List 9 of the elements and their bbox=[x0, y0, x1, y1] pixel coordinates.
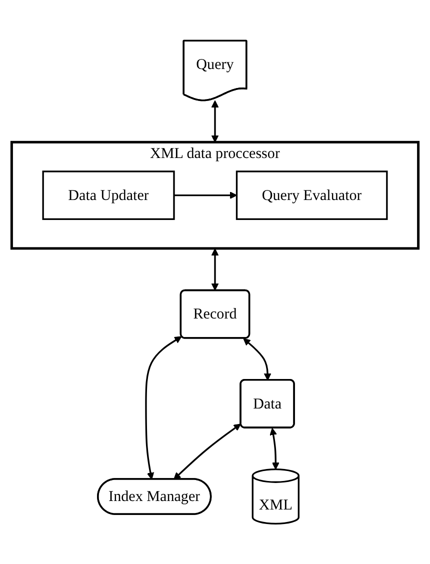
arrow bbox=[211, 248, 219, 290]
node-box: Data Updater bbox=[42, 170, 175, 220]
arrow bbox=[243, 338, 272, 380]
arrow bbox=[270, 428, 280, 470]
arrow bbox=[174, 424, 241, 480]
node-box: Query Evaluator bbox=[236, 170, 388, 220]
arrow bbox=[174, 191, 238, 199]
arrow bbox=[211, 100, 219, 142]
arrow bbox=[145, 336, 182, 480]
